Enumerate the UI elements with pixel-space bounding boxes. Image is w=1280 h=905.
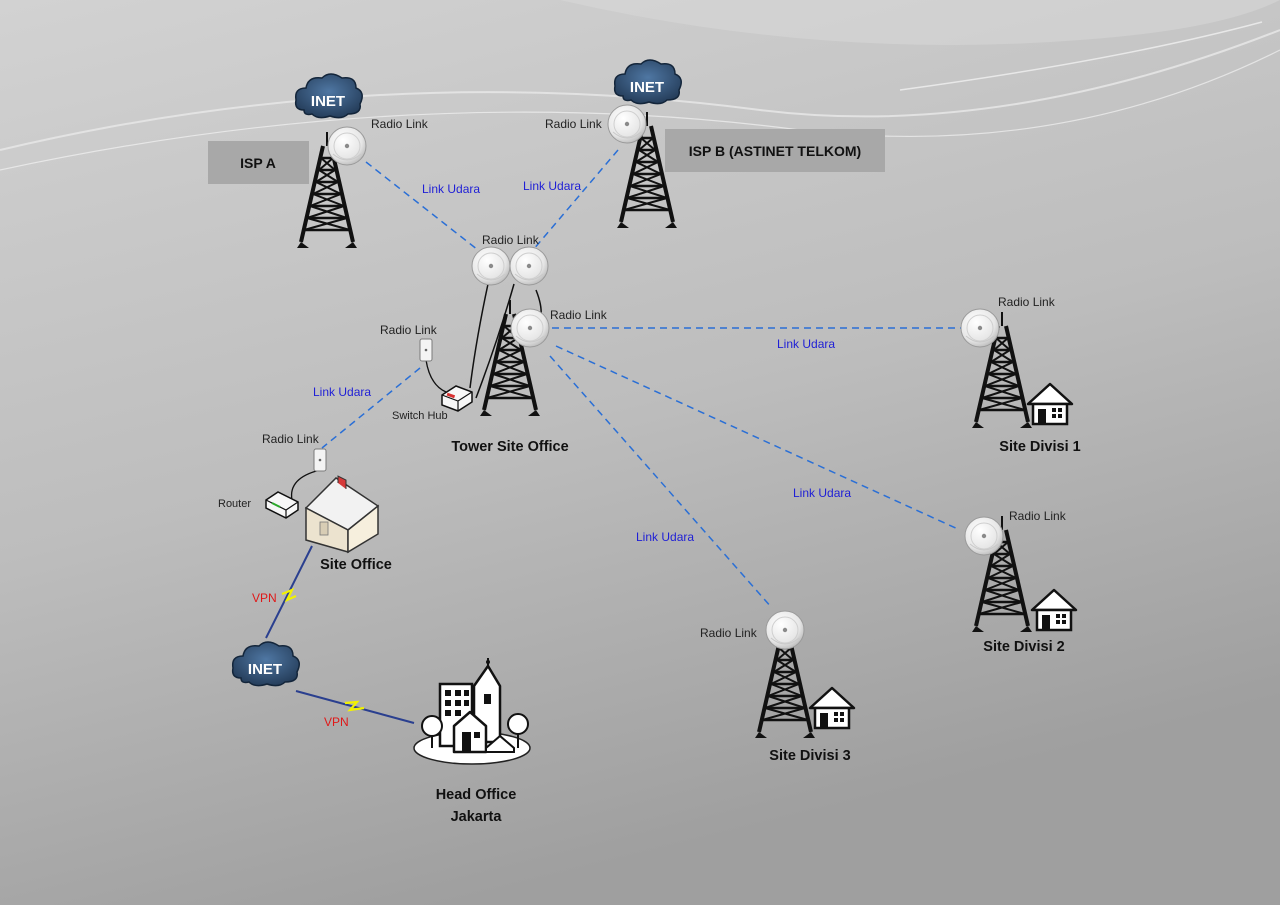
head-office-jakarta: Head Office Jakarta (413, 658, 531, 825)
link-line-divisi-2 (555, 345, 961, 531)
link-udara-label-divisi-2: Link Udara (793, 486, 851, 500)
router-label: Router (218, 498, 251, 510)
head-office-label-line2: Jakarta (451, 809, 503, 825)
radio-dish-icon (765, 610, 805, 650)
link-udara-label-isp-a: Link Udara (422, 182, 480, 196)
site-divisi-2-label: Site Divisi 2 (983, 639, 1064, 655)
site-divisi-3: Radio Link Site Divisi 3 (700, 610, 856, 764)
svg-text:INET: INET (630, 79, 664, 96)
isp-b-box (665, 129, 885, 172)
radio-dish-icon (510, 308, 550, 348)
background-swoosh (0, 29, 1280, 151)
vpn-label-site-office: VPN (252, 591, 277, 605)
radio-link-label: Radio Link (1009, 509, 1067, 523)
inet-cloud-isp-a: INET (294, 73, 363, 119)
radio-unit-icon (313, 448, 327, 472)
radio-link-label: Radio Link (545, 117, 603, 131)
site-office: Radio Link Router Site Office (218, 432, 392, 573)
link-udara-label-site-office: Link Udara (313, 385, 371, 399)
link-line-isp-b (532, 149, 619, 251)
site-divisi-1: Radio Link Site Divisi 1 (960, 295, 1081, 455)
radio-dish-icon (327, 126, 367, 166)
link-udara-lines (321, 149, 962, 609)
isp-a-box (208, 141, 309, 184)
vpn-link-head-office (295, 690, 415, 724)
link-line-divisi-3 (549, 355, 773, 609)
isp-a-label: ISP A (240, 155, 276, 171)
vpn-label-head-office: VPN (324, 715, 349, 729)
link-udara-label-divisi-3: Link Udara (636, 530, 694, 544)
radio-link-label: Radio Link (550, 308, 608, 322)
radio-dish-icon (471, 246, 511, 286)
radio-link-label: Radio Link (700, 626, 758, 640)
inet-cloud-isp-b: INET (613, 59, 682, 105)
tower-site-office-label: Tower Site Office (451, 439, 568, 455)
site-office-building (304, 475, 380, 554)
svg-text:INET: INET (248, 661, 282, 678)
radio-unit-icon (419, 338, 433, 362)
site-divisi-3-label: Site Divisi 3 (769, 748, 850, 764)
tower-site-office: Radio Link Radio Link Switch Hub Tower S… (392, 233, 608, 455)
radio-link-label: Radio Link (998, 295, 1056, 309)
radio-link-label: Radio Link (482, 233, 540, 247)
isp-b-label: ISP B (ASTINET TELKOM) (689, 143, 861, 159)
svg-text:INET: INET (311, 93, 345, 110)
radio-link-label: Radio Link (262, 432, 320, 446)
site-divisi-1-label: Site Divisi 1 (999, 439, 1080, 455)
router (265, 491, 299, 519)
radio-dish-icon (607, 104, 647, 144)
inet-cloud-vpn: INET (231, 641, 300, 687)
switch-hub (441, 385, 473, 412)
radio-link-label: Radio Link (371, 117, 429, 131)
site-divisi-2: Radio Link Site Divisi 2 (964, 509, 1078, 655)
radio-dish-icon (964, 516, 1004, 556)
radio-dish-icon (960, 308, 1000, 348)
link-line-site-office (321, 367, 421, 449)
site-office-label: Site Office (320, 557, 392, 573)
head-office-label-line1: Head Office (436, 787, 517, 803)
radio-dish-icon (509, 246, 549, 286)
radio-link-label: Radio Link (380, 323, 438, 337)
link-udara-label-divisi-1: Link Udara (777, 337, 835, 351)
vpn-link-site-office (265, 545, 313, 639)
link-udara-label-isp-b: Link Udara (523, 179, 581, 193)
switch-hub-label: Switch Hub (392, 410, 448, 422)
